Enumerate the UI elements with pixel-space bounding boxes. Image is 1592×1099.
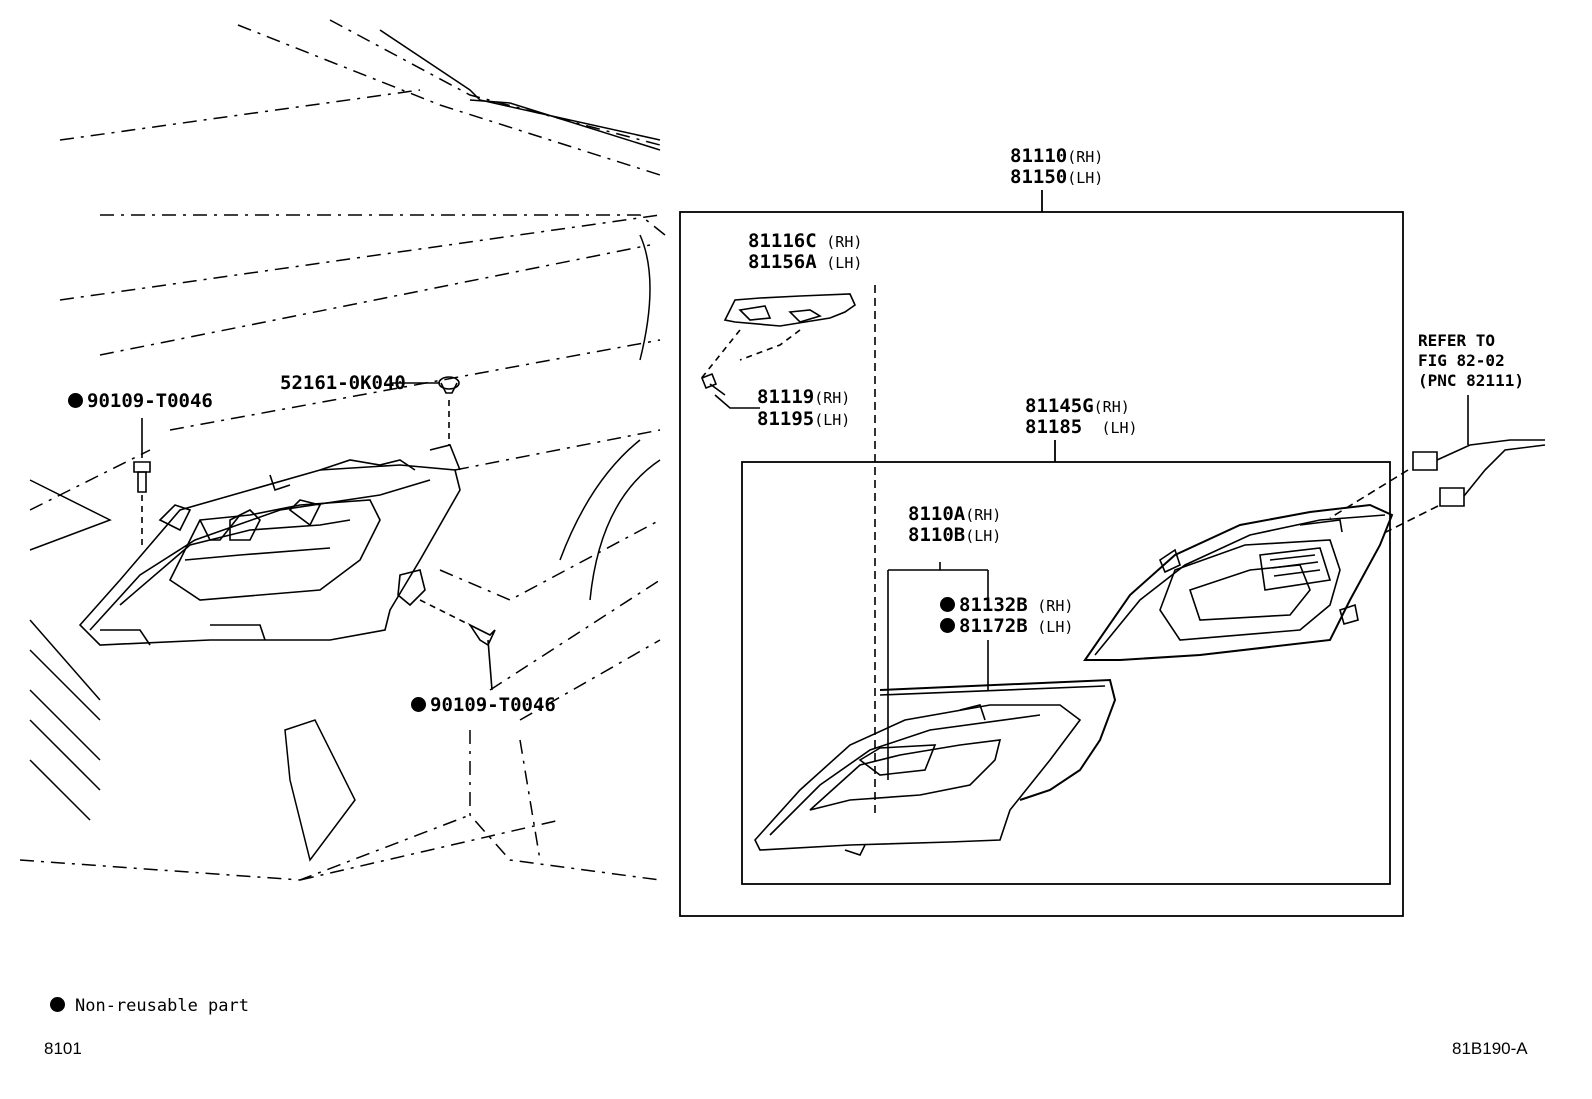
part-number: 81132B [959,594,1028,616]
callout-housing-lh: 81185 (LH) [1025,418,1138,437]
callout-housing-rh: 81145G(RH) [1025,397,1130,416]
bolt-lower-drawing [419,599,496,691]
non-reusable-dot-icon [50,997,65,1012]
clip-52161-drawing [438,376,460,445]
callout-gasket-lh: 81172B (LH) [940,617,1073,636]
installed-headlamp-drawing [78,444,461,646]
bracket-drawing [699,285,876,815]
non-reusable-dot-icon [940,618,955,633]
side-suffix: (LH) [1067,169,1104,187]
refer-line-2: FIG 82-02 [1418,351,1505,370]
part-number: 8110B [908,524,966,546]
callout-assembly-rh: 81110(RH) [1010,147,1103,166]
bolt-upper-drawing [133,418,151,545]
part-number: 81172B [959,615,1028,637]
legend: Non-reusable part [50,997,249,1015]
callout-bracket-lh: 81156A (LH) [748,253,862,272]
part-number: 81195 [757,408,815,430]
screw-drawing [700,372,760,409]
vehicle-body-solid-lines [29,29,661,862]
side-suffix: (LH) [965,527,1002,545]
non-reusable-dot-icon [940,597,955,612]
part-number: 81145G [1025,395,1094,417]
part-number: 81110 [1010,145,1068,167]
part-number: 81116C [748,230,817,252]
connector-drawing [1329,395,1546,536]
footer-left-code: 8101 [44,1039,82,1058]
part-number: 90109-T0046 [430,694,556,716]
side-suffix: (RH) [965,506,1002,524]
vehicle-body-outline [19,19,666,881]
unit-leader-lines [887,562,989,780]
callout-bracket-rh: 81116C (RH) [748,232,862,251]
callout-screw-lh: 81195(LH) [757,410,850,429]
housing-drawing [1083,503,1394,661]
callout-screw-rh: 81119(RH) [757,388,850,407]
non-reusable-dot-icon [68,393,83,408]
assembly-boxes [679,190,1404,917]
part-number: 81119 [757,386,815,408]
legend-text: Non-reusable part [75,996,249,1016]
side-suffix: (RH) [1037,597,1074,615]
refer-to-note: REFER TO FIG 82-02 (PNC 82111) [1418,331,1524,391]
part-number: 8110A [908,503,966,525]
callout-assembly-lh: 81150(LH) [1010,168,1103,187]
callout-bolt-lower: 90109-T0046 [411,696,556,715]
side-suffix: (LH) [1037,618,1074,636]
side-suffix: (RH) [814,389,851,407]
headlamp-unit-drawing [754,678,1117,856]
callout-unit-rh: 8110A(RH) [908,505,1001,524]
callout-gasket-rh: 81132B (RH) [940,596,1073,615]
refer-line-1: REFER TO [1418,331,1496,350]
footer-right-code: 81B190-A [1452,1039,1528,1058]
side-suffix: (RH) [1093,398,1130,416]
side-suffix: (RH) [1067,148,1104,166]
part-number: 81150 [1010,166,1068,188]
refer-line-3: (PNC 82111) [1418,371,1524,390]
side-suffix: (RH) [826,233,863,251]
part-number: 90109-T0046 [87,390,213,412]
side-suffix: (LH) [826,254,863,272]
part-number: 81156A [748,251,817,273]
callout-clip: 52161-0K040 [280,374,406,393]
callout-unit-lh: 8110B(LH) [908,526,1001,545]
side-suffix: (LH) [1101,419,1138,437]
part-number: 52161-0K040 [280,372,406,394]
side-suffix: (LH) [814,411,851,429]
non-reusable-dot-icon [411,697,426,712]
callout-bolt-upper: 90109-T0046 [68,392,213,411]
part-number: 81185 [1025,416,1083,438]
